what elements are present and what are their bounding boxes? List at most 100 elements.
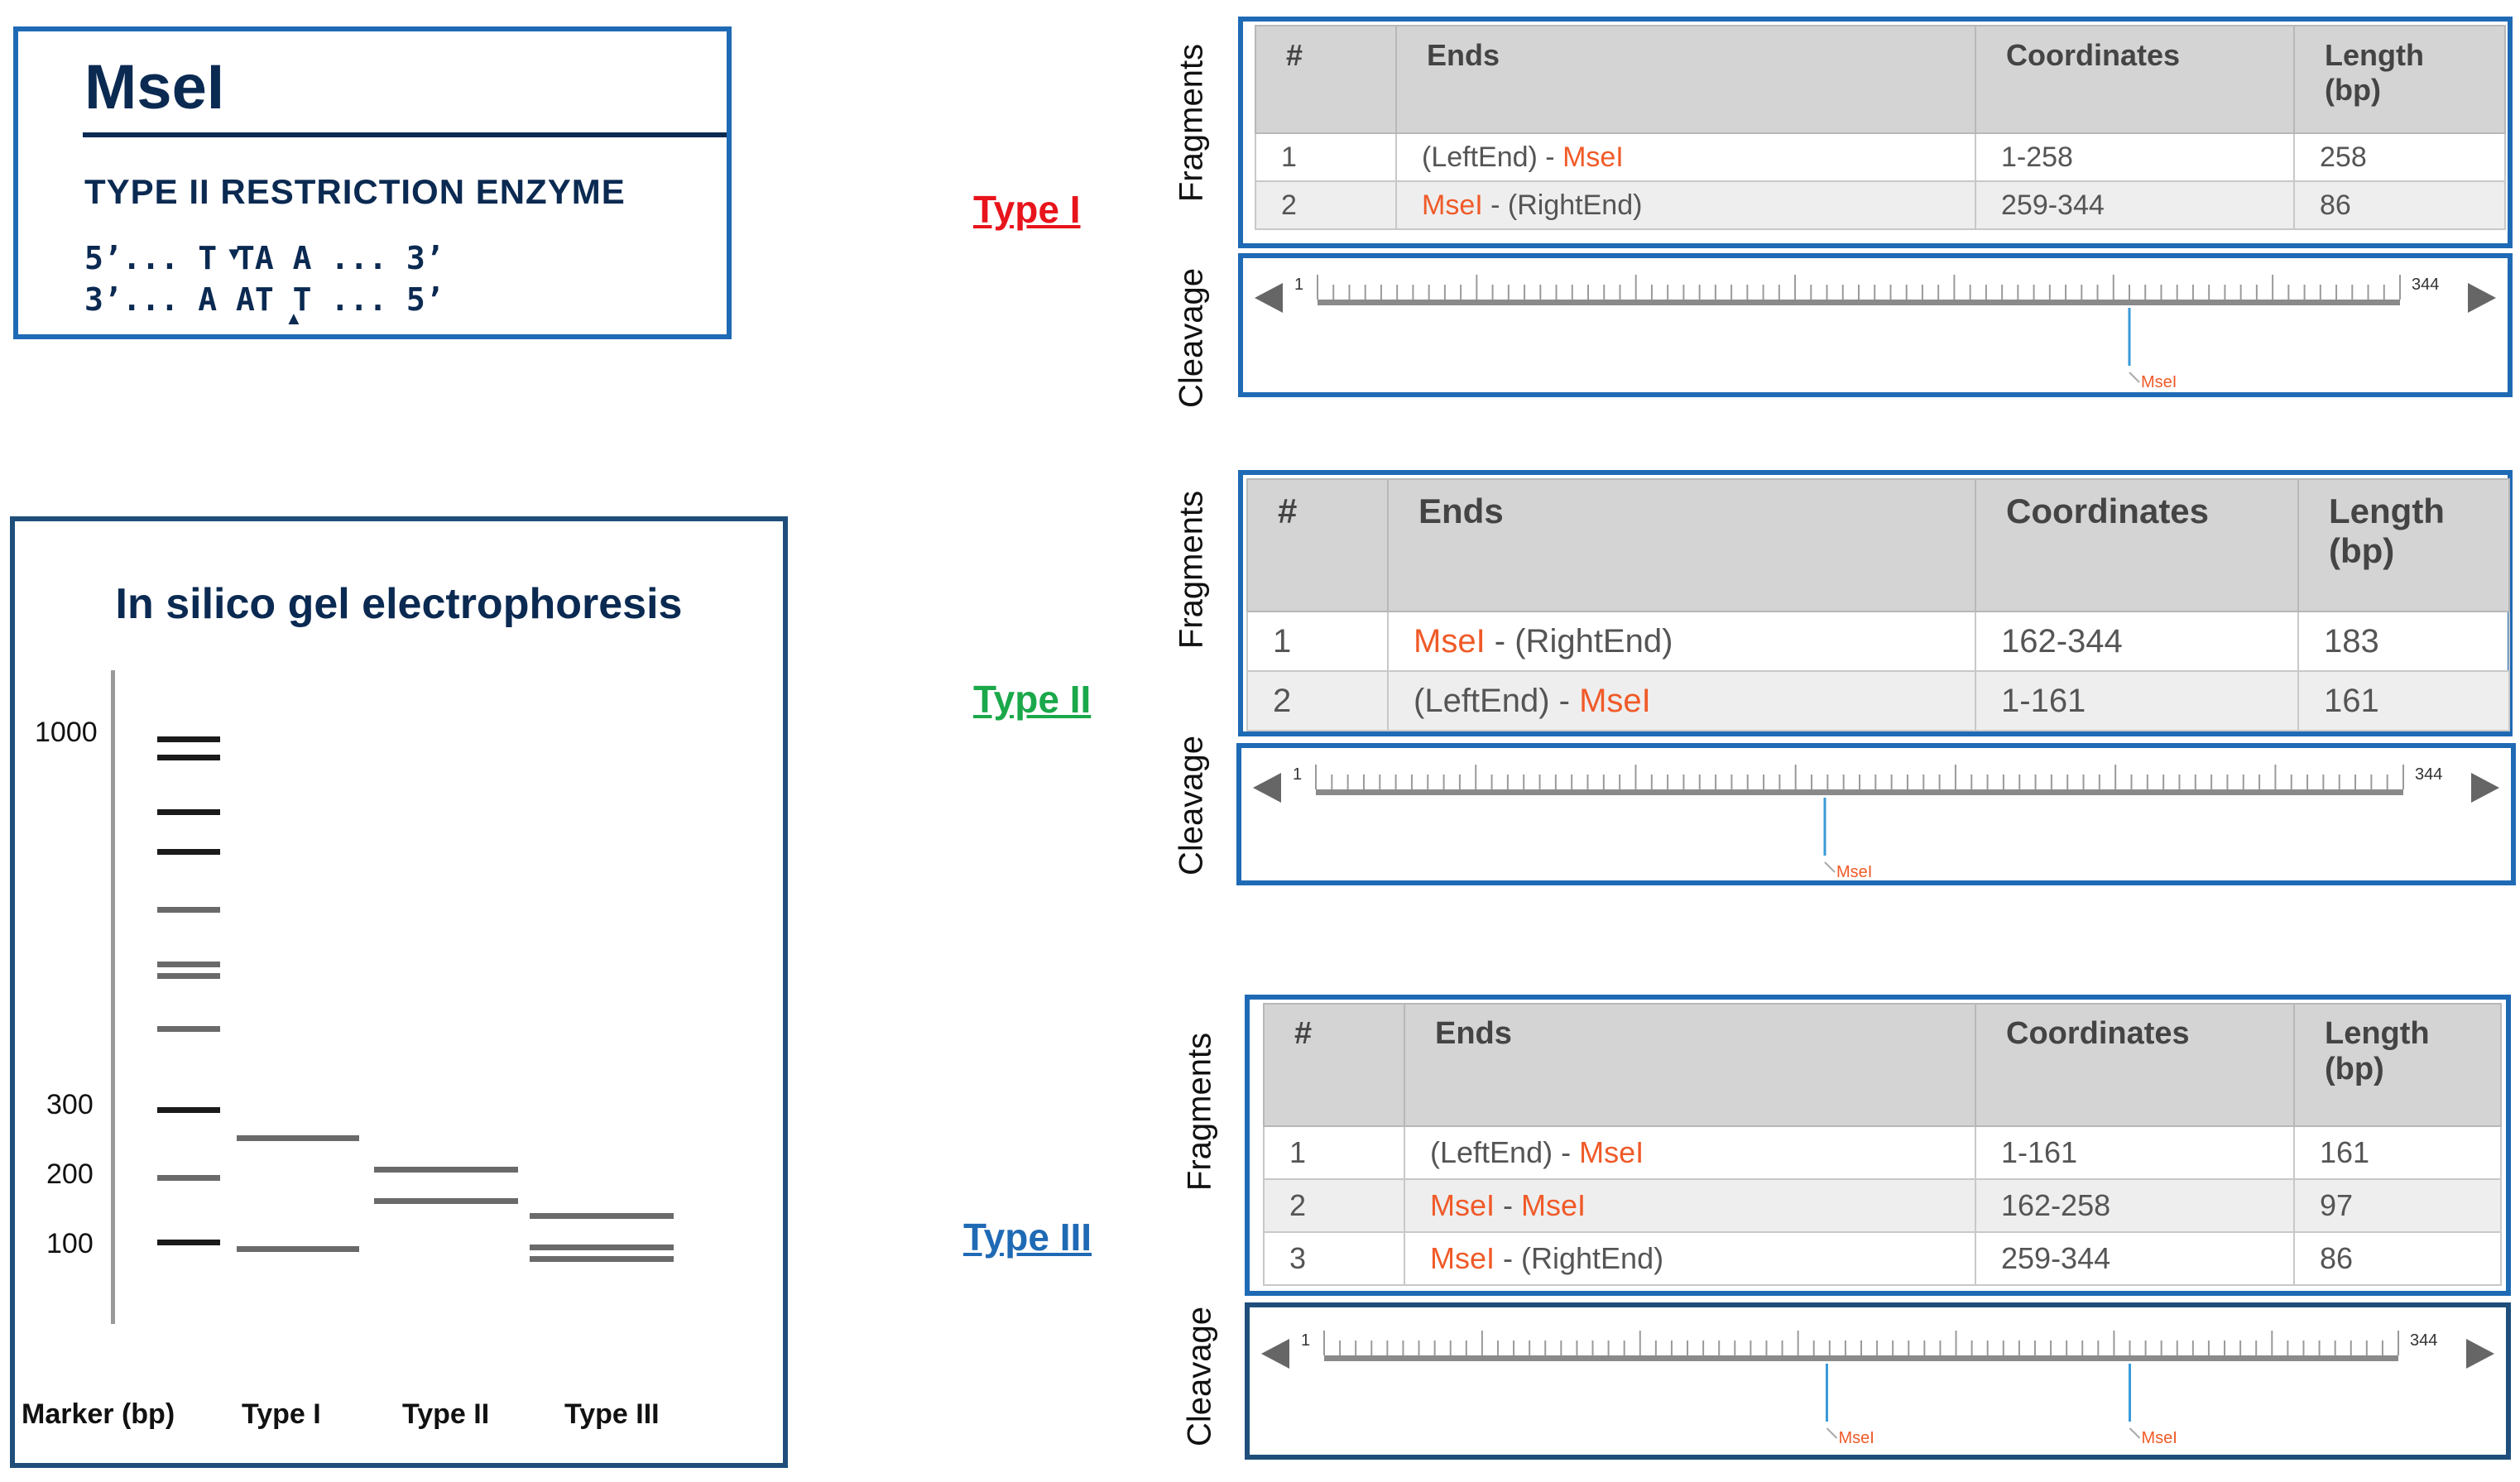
fragment-ends-cell: MseI - MseI bbox=[1404, 1178, 1976, 1233]
column-number-header[interactable]: # bbox=[1246, 478, 1389, 612]
ends-separator: - bbox=[1549, 682, 1580, 719]
type2-band-183 bbox=[374, 1167, 518, 1173]
column-ends-header[interactable]: Ends bbox=[1395, 25, 1976, 134]
scroll-left-arrow-icon[interactable] bbox=[1255, 283, 1283, 313]
ruler-end-label: 344 bbox=[2415, 765, 2442, 784]
top-cut-marker-icon: ▼ bbox=[225, 243, 243, 264]
scroll-right-arrow-icon[interactable] bbox=[2466, 1339, 2494, 1369]
cut-site-label[interactable]: MseI bbox=[1838, 1429, 1874, 1447]
right-end: (RightEnd) bbox=[1514, 622, 1673, 659]
gel-electrophoresis-panel: In silico gel electrophoresis 1000 300 2… bbox=[10, 516, 788, 1468]
column-ends-header[interactable]: Ends bbox=[1404, 1003, 1976, 1127]
fragment-coordinates: 162-344 bbox=[1975, 611, 2299, 672]
enzyme-name: MseI bbox=[84, 52, 224, 122]
ruler-start-label: 1 bbox=[1294, 276, 1303, 294]
left-end: MseI bbox=[1430, 1241, 1495, 1275]
cut-site-label[interactable]: MseI bbox=[1836, 863, 1872, 880]
fragment-ends-cell: (LeftEnd) - MseI bbox=[1395, 132, 1976, 182]
scroll-left-arrow-icon[interactable] bbox=[1261, 1339, 1289, 1369]
marker-band bbox=[157, 1107, 220, 1113]
column-length-header[interactable]: Length (bp) bbox=[2293, 1003, 2502, 1127]
fragment-ends-cell: MseI - (RightEnd) bbox=[1404, 1231, 1976, 1286]
fragments-side-label: Fragments bbox=[1181, 1032, 1218, 1192]
type3-band-161 bbox=[530, 1213, 674, 1219]
right-end: MseI bbox=[1579, 1135, 1644, 1169]
fragment-number: 2 bbox=[1263, 1178, 1405, 1233]
fragment-number: 2 bbox=[1255, 180, 1397, 230]
left-end: (LeftEnd) bbox=[1430, 1135, 1553, 1169]
scroll-left-arrow-icon[interactable] bbox=[1253, 773, 1281, 803]
scroll-right-arrow-icon[interactable] bbox=[2468, 283, 2496, 313]
type-3-label: Type III bbox=[963, 1216, 1092, 1259]
left-end: (LeftEnd) bbox=[1414, 682, 1550, 719]
right-end: MseI bbox=[1521, 1188, 1586, 1222]
column-coordinates-header[interactable]: Coordinates bbox=[1975, 478, 2299, 612]
ends-separator: - bbox=[1537, 141, 1563, 173]
column-ends-header[interactable]: Ends bbox=[1387, 478, 1976, 612]
ends-separator: - bbox=[1495, 1188, 1522, 1222]
cut-site-label[interactable]: MseI bbox=[2141, 373, 2177, 391]
fragment-length: 86 bbox=[2293, 1231, 2502, 1286]
marker-band bbox=[157, 1240, 220, 1245]
axis-label-300: 300 bbox=[46, 1089, 94, 1120]
fragment-ends-cell: MseI - (RightEnd) bbox=[1387, 611, 1976, 672]
fragment-length: 86 bbox=[2293, 180, 2506, 230]
left-end: MseI bbox=[1422, 189, 1483, 221]
right-end: MseI bbox=[1562, 141, 1624, 173]
column-number-header[interactable]: # bbox=[1255, 25, 1397, 134]
ends-separator: - bbox=[1485, 622, 1515, 659]
column-length-header[interactable]: Length (bp) bbox=[2293, 25, 2506, 134]
cut-site-label[interactable]: MseI bbox=[2142, 1429, 2177, 1447]
marker-band bbox=[157, 755, 220, 760]
fragment-coordinates: 1-161 bbox=[1975, 1125, 2295, 1180]
fragment-ends: MseI - (RightEnd) bbox=[1430, 1241, 1663, 1275]
cut-site-leader bbox=[1824, 861, 1836, 873]
marker-band bbox=[157, 849, 220, 855]
cut-site-leader bbox=[2129, 1427, 2141, 1439]
fragment-number: 1 bbox=[1246, 611, 1389, 672]
fragment-length: 183 bbox=[2297, 611, 2510, 672]
cut-site-leader bbox=[2129, 372, 2140, 383]
column-number-header[interactable]: # bbox=[1263, 1003, 1405, 1127]
column-length-header[interactable]: Length (bp) bbox=[2297, 478, 2510, 612]
fragment-number: 3 bbox=[1263, 1231, 1405, 1286]
marker-band bbox=[157, 962, 220, 967]
marker-band bbox=[157, 907, 220, 913]
type1-band-86 bbox=[237, 1246, 359, 1252]
right-end: (RightEnd) bbox=[1507, 189, 1643, 221]
fragment-ends-cell: (LeftEnd) - MseI bbox=[1404, 1125, 1976, 1180]
scroll-right-arrow-icon[interactable] bbox=[2471, 773, 2499, 803]
lane-label-type2: Type II bbox=[402, 1398, 490, 1430]
fragment-length: 161 bbox=[2293, 1125, 2502, 1180]
sequence-ruler-line bbox=[1318, 300, 2400, 305]
column-coordinates-header[interactable]: Coordinates bbox=[1975, 1003, 2295, 1127]
marker-band bbox=[157, 1175, 220, 1181]
fragments-side-label: Fragments bbox=[1173, 43, 1210, 203]
ends-separator: - bbox=[1553, 1135, 1580, 1169]
marker-band bbox=[157, 973, 220, 979]
column-coordinates-header[interactable]: Coordinates bbox=[1975, 25, 2295, 134]
marker-band bbox=[157, 809, 220, 815]
fragment-ends: (LeftEnd) - MseI bbox=[1430, 1135, 1644, 1169]
fragment-length: 161 bbox=[2297, 670, 2510, 731]
fragment-coordinates: 259-344 bbox=[1975, 1231, 2295, 1286]
cleavage-side-label: Cleavage bbox=[1181, 1307, 1218, 1447]
enzyme-type-label: TYPE II RESTRICTION ENZYME bbox=[84, 172, 626, 211]
fragment-ends: MseI - (RightEnd) bbox=[1414, 623, 1673, 659]
marker-band bbox=[157, 736, 220, 742]
axis-label-200: 200 bbox=[46, 1158, 94, 1190]
